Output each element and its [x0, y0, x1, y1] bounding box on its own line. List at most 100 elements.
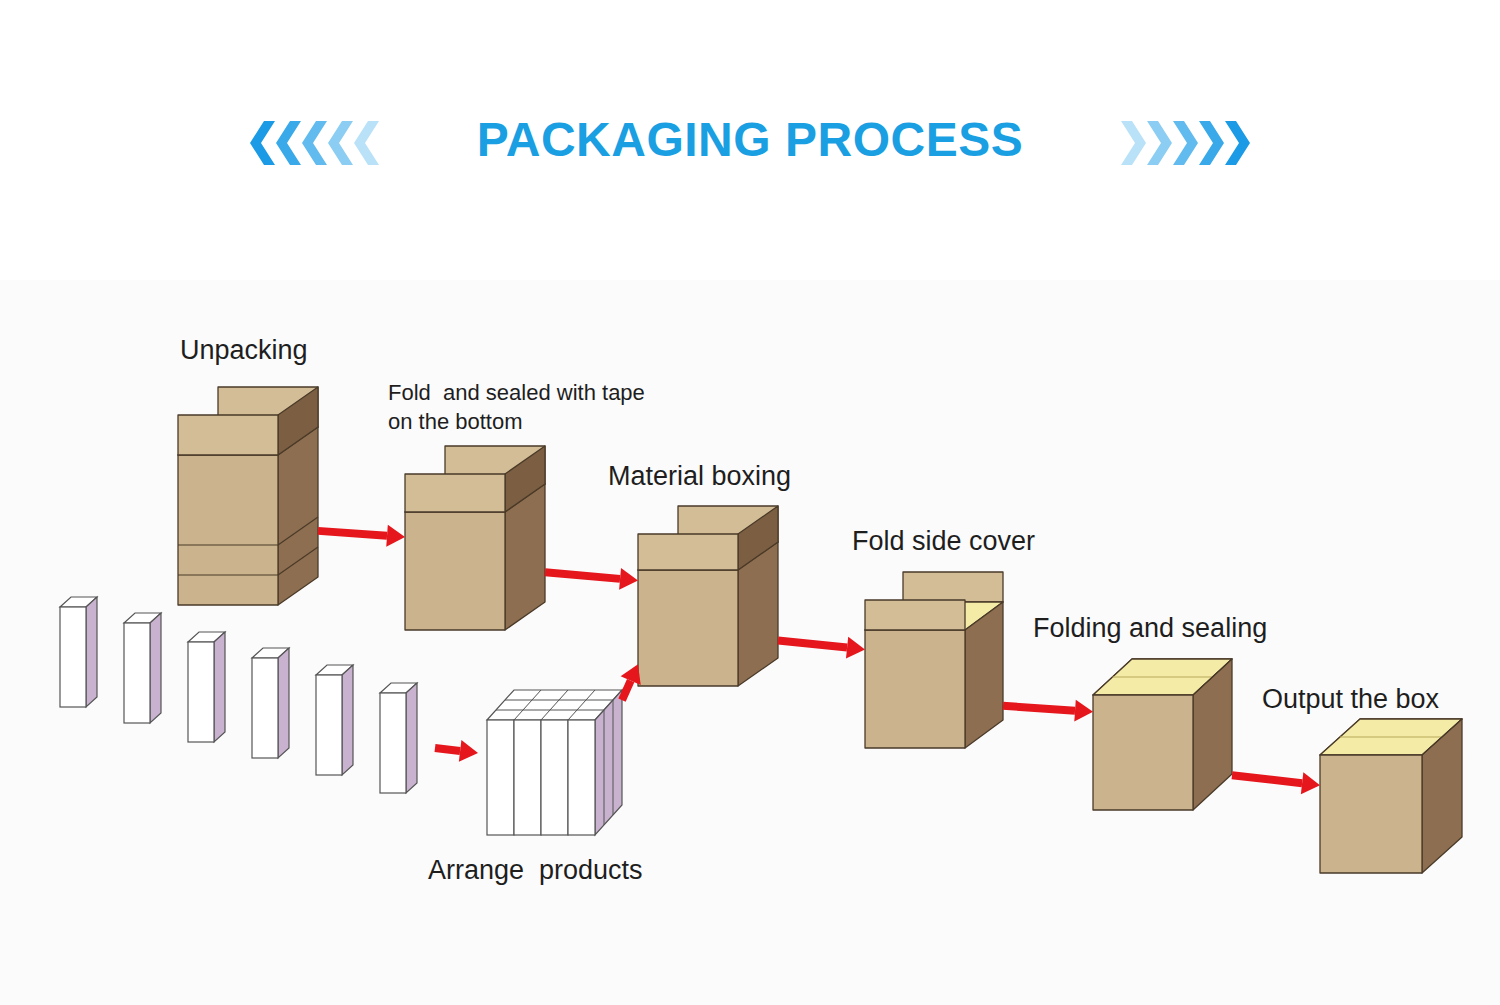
chevron	[1225, 121, 1250, 165]
chevron	[250, 121, 275, 165]
carton-front	[405, 512, 505, 630]
grid-line	[514, 690, 541, 720]
process-step: Output the box	[1320, 719, 1462, 873]
carton-front	[178, 455, 278, 605]
step-label: Output the box	[1262, 684, 1439, 715]
carton-front	[1093, 695, 1193, 810]
open-carton	[178, 387, 318, 605]
fold-line	[178, 574, 278, 575]
flow-arrow	[318, 525, 405, 547]
carton-front	[865, 630, 965, 748]
product-front	[514, 720, 541, 835]
fold-line	[1113, 676, 1213, 677]
product-side	[150, 613, 161, 723]
chevron	[276, 121, 301, 165]
fold-line	[278, 547, 318, 575]
arrow-head	[386, 525, 405, 547]
fold-line	[278, 517, 318, 545]
flow-arrow	[621, 664, 641, 700]
step-label: Fold and sealed with tape on the bottom	[388, 378, 650, 436]
step-label: Arrange products	[428, 855, 643, 886]
open-carton	[405, 446, 545, 630]
arrow-shaft	[778, 641, 847, 648]
product-front	[568, 720, 595, 835]
carton-flap	[638, 534, 738, 570]
step-label: Folding and sealing	[1033, 613, 1267, 644]
fold-line	[1340, 736, 1442, 737]
tape-strip	[1193, 659, 1232, 695]
step-label: Material boxing	[608, 461, 791, 492]
grid-line	[613, 700, 614, 815]
chevron	[1147, 121, 1172, 165]
chevron	[328, 121, 353, 165]
step-label: Fold side cover	[852, 526, 1035, 557]
carton-flap	[903, 572, 1003, 602]
product-side	[342, 665, 353, 775]
chevron	[1121, 121, 1146, 165]
chevron	[302, 121, 327, 165]
arrow-head	[621, 664, 641, 685]
arrow-shaft	[1003, 706, 1075, 711]
carton-flap	[738, 506, 778, 570]
flow-arrow	[778, 637, 865, 659]
arrow-head	[1074, 700, 1093, 722]
product-side	[278, 648, 289, 758]
arrow-shaft	[545, 572, 620, 579]
carton-front	[1320, 755, 1422, 873]
grid-line	[541, 690, 568, 720]
product-side	[406, 683, 417, 793]
product-front	[60, 607, 86, 707]
grid-line	[505, 700, 613, 701]
carton-front	[638, 570, 738, 686]
product-group	[487, 690, 622, 835]
sealed-carton	[1320, 719, 1462, 873]
tape-strip	[1093, 695, 1193, 696]
product-front	[541, 720, 568, 835]
arrow-head	[846, 637, 865, 659]
carton-side	[1422, 719, 1462, 873]
open-carton	[638, 506, 778, 686]
fold-line	[178, 544, 278, 545]
product-side	[86, 597, 97, 707]
grid-line	[496, 710, 604, 711]
tape-strip	[1320, 755, 1422, 756]
product-front	[316, 675, 342, 775]
product-side	[214, 632, 225, 742]
grid-line	[604, 710, 605, 825]
arrow-head	[619, 568, 638, 590]
diagram-title: PACKAGING PROCESS	[0, 112, 1500, 167]
product-front	[487, 720, 514, 835]
chevron	[354, 121, 379, 165]
carton-side	[1193, 659, 1232, 810]
product-side	[595, 690, 622, 835]
half-closed-carton	[865, 572, 1003, 748]
tape-strip	[1422, 719, 1462, 755]
process-step: Fold side cover	[865, 572, 1003, 748]
carton-flap	[505, 446, 545, 512]
product-front	[124, 623, 150, 723]
flow-arrow	[1003, 700, 1093, 722]
process-step: Material boxing	[638, 504, 778, 686]
carton-flap	[405, 474, 505, 512]
process-step: Unpacking	[178, 387, 318, 605]
flow-arrow	[435, 740, 478, 762]
flow-arrow	[1232, 772, 1320, 794]
arrow-shaft	[1232, 775, 1302, 783]
carton-side	[965, 602, 1003, 748]
process-step: Arrange products	[487, 690, 622, 835]
sealed-carton	[1093, 659, 1232, 810]
carton-flap	[865, 600, 965, 630]
flow-arrow	[545, 568, 638, 590]
process-step: Folding and sealing	[1093, 659, 1232, 810]
carton-flap	[278, 387, 318, 455]
arrow-head	[459, 740, 478, 762]
arrow-shaft	[435, 748, 460, 751]
product-front	[380, 693, 406, 793]
arrow-shaft	[318, 531, 387, 536]
arrow-shaft	[622, 681, 631, 701]
chevron	[1199, 121, 1224, 165]
product-front	[188, 642, 214, 742]
process-step: Fold and sealed with tape on the bottom	[405, 444, 545, 630]
grid-line	[568, 690, 595, 720]
chevron	[1173, 121, 1198, 165]
